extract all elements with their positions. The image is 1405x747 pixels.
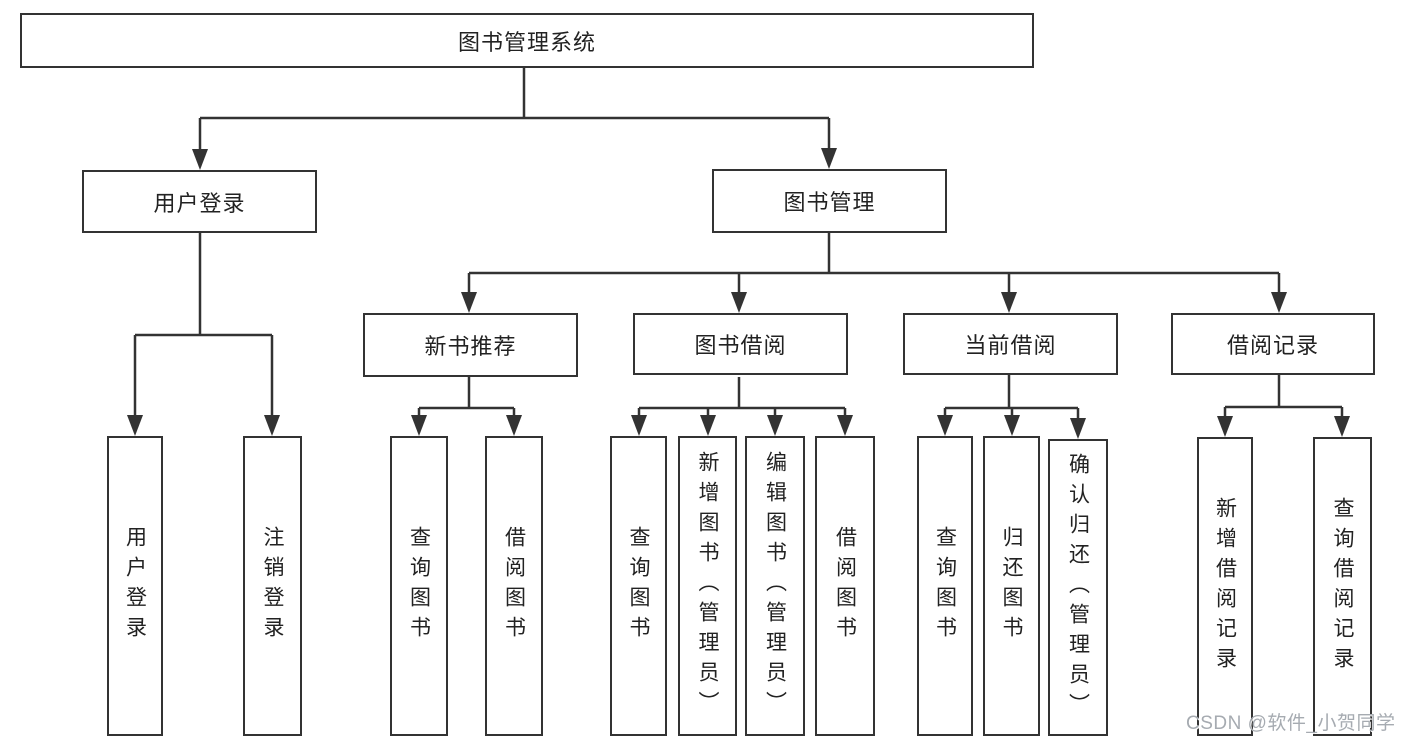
node-borrow-records-label: 借阅记录 — [1226, 333, 1319, 358]
leaf-return-book: 归还图书 — [983, 436, 1040, 736]
node-book-borrow: 图书借阅 — [633, 313, 848, 375]
node-root-label: 图书管理系统 — [457, 29, 596, 55]
leaf-query-book-1-label: 查询图书 — [407, 526, 431, 646]
node-book-management-label: 图书管理 — [783, 190, 876, 215]
leaf-confirm-return-admin: 确认归还（管理员） — [1048, 439, 1108, 736]
leaf-add-borrow-record: 新增借阅记录 — [1197, 437, 1253, 736]
leaf-user-login: 用户登录 — [107, 436, 163, 736]
node-borrow-records: 借阅记录 — [1171, 313, 1375, 375]
leaf-query-book-1: 查询图书 — [390, 436, 448, 736]
leaf-query-book-3-label: 查询图书 — [933, 526, 957, 646]
watermark: CSDN @软件_小贺同学 — [1186, 713, 1396, 734]
node-user-login-label: 用户登录 — [153, 190, 246, 216]
leaf-add-book-admin-label: 新增图书（管理员） — [696, 451, 719, 721]
leaf-query-book-2-label: 查询图书 — [627, 526, 650, 646]
node-book-management: 图书管理 — [712, 169, 947, 233]
leaf-query-book-2: 查询图书 — [610, 436, 667, 736]
leaf-add-book-admin: 新增图书（管理员） — [678, 436, 737, 736]
leaf-add-borrow-record-label: 新增借阅记录 — [1213, 496, 1237, 677]
leaf-query-borrow-record: 查询借阅记录 — [1313, 437, 1372, 736]
leaf-edit-book-admin: 编辑图书（管理员） — [745, 436, 805, 736]
leaf-edit-book-admin-label: 编辑图书（管理员） — [763, 451, 787, 721]
leaf-borrow-book-2: 借阅图书 — [815, 436, 875, 736]
leaf-query-borrow-record-label: 查询借阅记录 — [1331, 496, 1354, 677]
node-new-book-recommend-label: 新书推荐 — [424, 334, 517, 359]
leaf-borrow-book-2-label: 借阅图书 — [833, 526, 857, 646]
leaf-logout: 注销登录 — [243, 436, 302, 736]
node-user-login: 用户登录 — [82, 170, 317, 233]
node-current-borrow: 当前借阅 — [903, 313, 1118, 375]
leaf-borrow-book-1-label: 借阅图书 — [502, 526, 526, 646]
node-current-borrow-label: 当前借阅 — [964, 333, 1057, 358]
leaf-return-book-label: 归还图书 — [1000, 526, 1023, 646]
leaf-logout-label: 注销登录 — [261, 526, 284, 646]
node-new-book-recommend: 新书推荐 — [363, 313, 578, 377]
node-book-borrow-label: 图书借阅 — [694, 333, 787, 358]
leaf-query-book-3: 查询图书 — [917, 436, 973, 736]
leaf-confirm-return-admin-label: 确认归还（管理员） — [1066, 452, 1090, 723]
node-root: 图书管理系统 — [20, 13, 1034, 68]
leaf-borrow-book-1: 借阅图书 — [485, 436, 543, 736]
leaf-user-login-label: 用户登录 — [123, 526, 147, 646]
